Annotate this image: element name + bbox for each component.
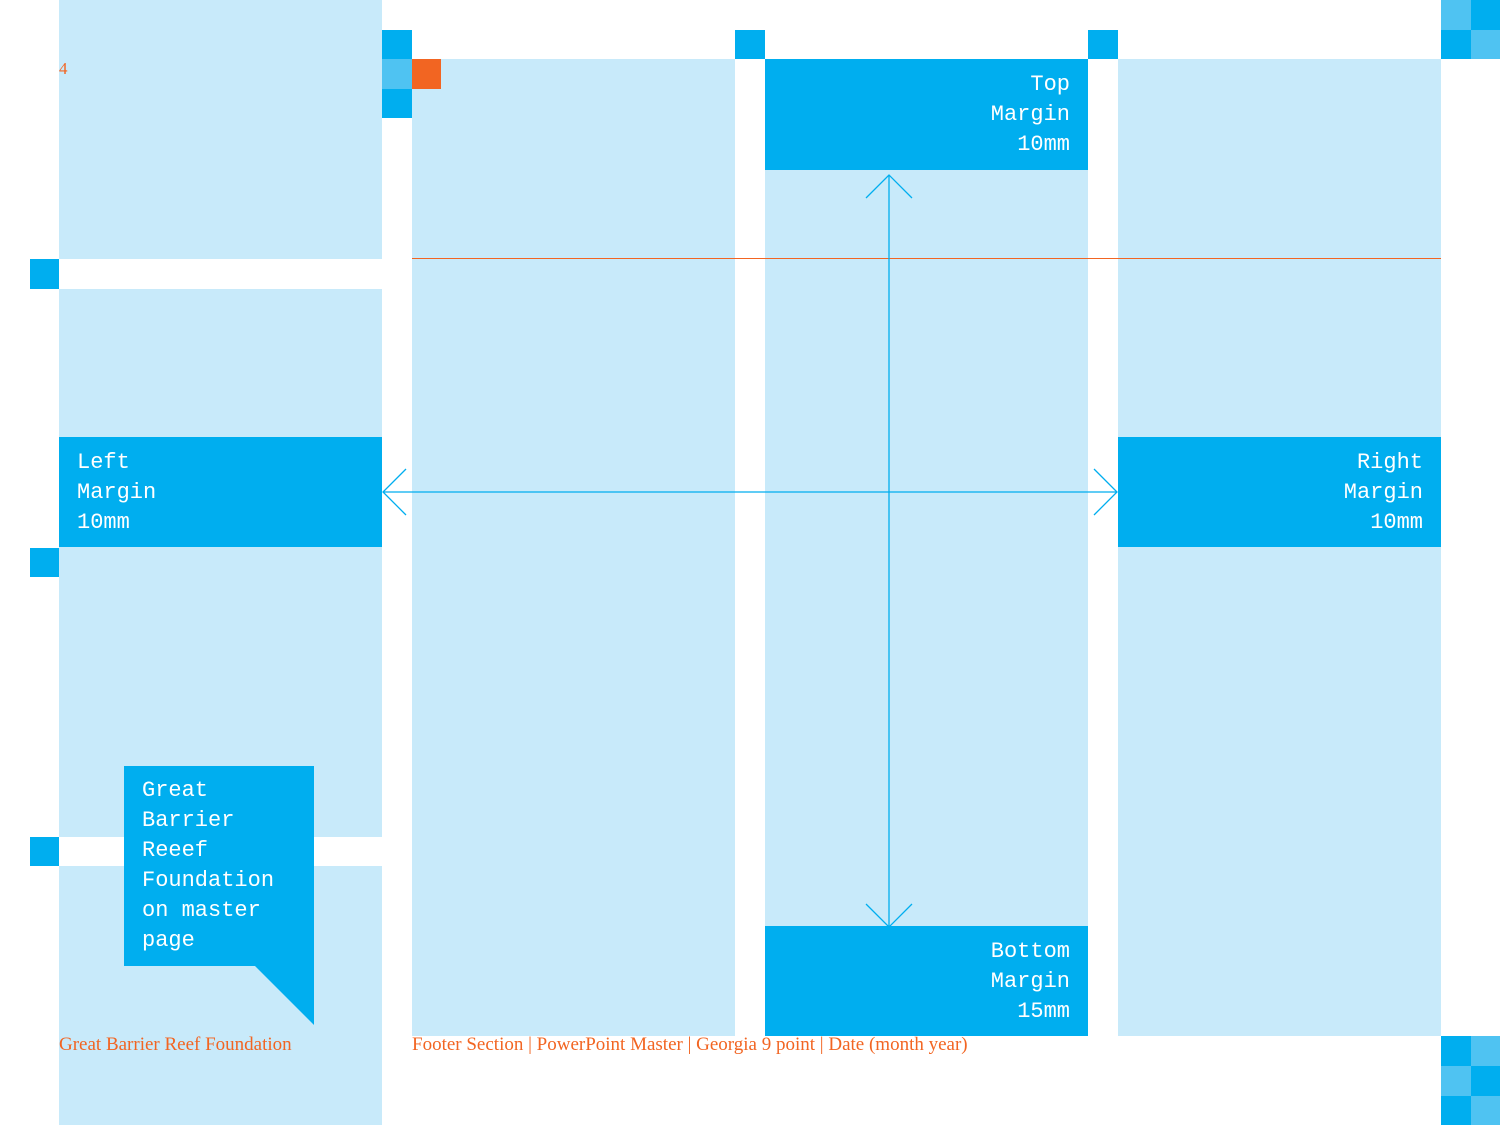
header-guide-line xyxy=(412,258,1441,259)
callout-line: Barrier xyxy=(142,808,235,833)
callout-line: Foundation xyxy=(142,868,275,893)
top-margin-line3: 10mm xyxy=(1017,132,1070,157)
left-margin-line3: 10mm xyxy=(77,510,130,535)
callout-line: on master xyxy=(142,898,261,923)
left-margin-line1: Left xyxy=(77,450,130,475)
grid-marker xyxy=(30,837,59,866)
top-margin-label: Top Margin 10mm xyxy=(765,59,1088,170)
grid-marker xyxy=(382,59,412,89)
corner-marker xyxy=(1441,30,1471,59)
right-margin-line2: Margin xyxy=(1343,480,1423,505)
callout-line: Great xyxy=(142,778,209,803)
column-3 xyxy=(765,59,1088,1036)
origin-marker xyxy=(412,59,441,89)
page-number: 4 xyxy=(59,59,68,78)
grid-marker xyxy=(30,548,59,577)
right-margin-line1: Right xyxy=(1356,450,1423,475)
column-2 xyxy=(412,59,735,1036)
column-1-middle xyxy=(59,289,382,837)
horizontal-arrow-head-right xyxy=(1093,468,1118,516)
bottom-margin-line1: Bottom xyxy=(990,939,1070,964)
corner-marker xyxy=(1441,1036,1471,1066)
grid-marker xyxy=(1088,30,1118,59)
left-margin-label: Left Margin 10mm xyxy=(59,437,382,547)
horizontal-arrow-head-left xyxy=(382,468,407,516)
top-margin-line1: Top xyxy=(1030,72,1070,97)
column-4 xyxy=(1118,59,1441,1036)
corner-marker xyxy=(1441,1096,1471,1125)
corner-marker xyxy=(1471,0,1500,30)
corner-marker xyxy=(1471,1066,1500,1096)
grid-marker xyxy=(30,259,59,289)
grid-marker xyxy=(382,30,412,59)
bottom-margin-line2: Margin xyxy=(990,969,1070,994)
footer-details: Footer Section | PowerPoint Master | Geo… xyxy=(412,1034,968,1055)
corner-marker xyxy=(1471,1096,1500,1125)
bottom-margin-label: Bottom Margin 15mm xyxy=(765,926,1088,1036)
callout-line: page xyxy=(142,928,195,953)
right-margin-label: Right Margin 10mm xyxy=(1118,437,1441,547)
footer-organization: Great Barrier Reef Foundation xyxy=(59,1034,292,1055)
right-margin-line3: 10mm xyxy=(1370,510,1423,535)
corner-marker xyxy=(1441,1066,1471,1096)
left-margin-line2: Margin xyxy=(77,480,157,505)
callout-line: Reeef xyxy=(142,838,209,863)
corner-marker xyxy=(1471,1036,1500,1066)
corner-marker xyxy=(1441,0,1471,30)
bottom-margin-line3: 15mm xyxy=(1017,999,1070,1024)
corner-marker xyxy=(1471,30,1500,59)
grid-marker xyxy=(382,89,412,118)
top-margin-line2: Margin xyxy=(990,102,1070,127)
column-1-top xyxy=(59,0,382,259)
grid-marker xyxy=(735,30,765,59)
foundation-callout: Great Barrier Reeef Foundation on master… xyxy=(124,766,314,966)
